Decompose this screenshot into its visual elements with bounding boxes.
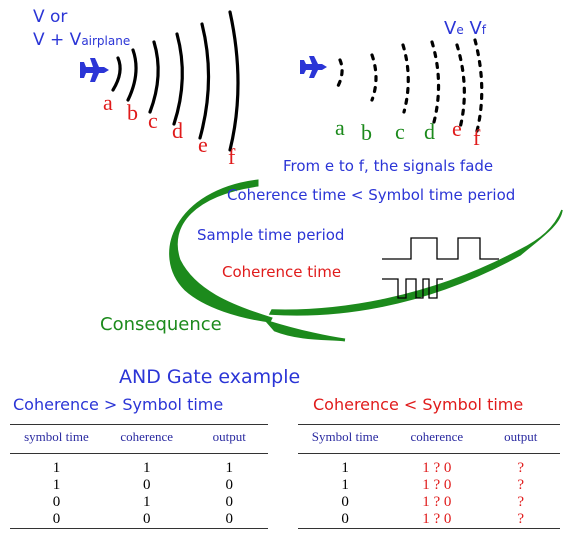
table-header-row: symbol time coherence output <box>10 424 268 454</box>
table-cell: 1 <box>52 477 61 493</box>
table-cell: 1 <box>52 460 61 476</box>
fade-statement: From e to f, the signals fade <box>283 157 494 175</box>
table-cell: ? <box>517 494 525 510</box>
table-cell: 0 <box>52 494 61 510</box>
airplane-icon-right <box>300 56 327 78</box>
v-plus-v-text: V + V <box>33 30 82 50</box>
right-table-heading: Coherence < Symbol time <box>313 395 524 414</box>
signal-waves-solid <box>111 10 240 152</box>
column-header: symbol time <box>10 424 103 454</box>
table-cell: 1 <box>341 477 349 493</box>
table-header-row: Symbol time coherence output <box>298 424 560 454</box>
truth-table-right: Symbol time coherence output 1 1 ? 0 ? 1… <box>298 424 560 529</box>
table-cell: ? <box>481 511 560 529</box>
wave-letter-c-right: c <box>395 119 405 144</box>
table-cell: 0 <box>102 511 191 529</box>
vf-text: V <box>469 18 482 39</box>
signal-waves-fading <box>336 38 484 137</box>
wave-letter-d-left: d <box>172 118 183 143</box>
coherence-time-waveform <box>382 278 443 299</box>
table-cell: 0 <box>142 477 151 493</box>
coherence-time-label: Coherence time <box>222 263 342 281</box>
table-cell: 1 ? 0 <box>422 477 452 493</box>
table-row: 0 1 ? 0 ? <box>298 494 560 511</box>
and-gate-title: AND Gate example <box>119 366 301 388</box>
table-row: 1 1 ? 0 ? <box>298 477 560 494</box>
wave-letter-a-left: a <box>103 90 113 115</box>
consequence-arrow <box>169 179 563 342</box>
table-cell: 1 <box>341 460 349 476</box>
table-cell: 1 ? 0 <box>422 494 452 510</box>
column-header: coherence <box>102 424 191 454</box>
column-header: coherence <box>392 424 482 454</box>
airplane-subscript: airplane <box>81 34 131 48</box>
table-cell: 1 <box>142 494 151 510</box>
table-row: 1 0 0 <box>10 477 268 494</box>
wave-letter-b-left: b <box>127 100 138 125</box>
table-row: 0 1 0 <box>10 494 268 511</box>
table-cell: 0 <box>298 511 393 529</box>
table-cell: 0 <box>225 477 234 493</box>
left-table-heading: Coherence > Symbol time <box>13 395 224 414</box>
table-row: 1 1 ? 0 ? <box>298 454 560 478</box>
column-header: output <box>481 424 560 454</box>
ve-subscript: e <box>456 23 464 37</box>
wave-letter-c-left: c <box>148 108 158 133</box>
truth-table-left: symbol time coherence output 1 1 1 1 0 0… <box>10 424 268 529</box>
wave-letter-b-right: b <box>361 120 372 145</box>
wave-letter-e-right: e <box>452 116 462 141</box>
wave-letter-f-right: f <box>473 125 481 150</box>
table-cell: 1 ? 0 <box>422 460 452 476</box>
ve-vf-label: Ve Vf <box>444 18 486 39</box>
table-row: 1 1 1 <box>10 454 268 478</box>
airplane-icon-left <box>80 58 109 82</box>
column-header: output <box>190 424 268 454</box>
wave-letter-a-right: a <box>335 115 345 140</box>
v-or-label: V or <box>33 7 68 27</box>
table-row: 0 0 0 <box>10 511 268 529</box>
consequence-label: Consequence <box>100 314 222 335</box>
v-plus-vairplane-label: V + Vairplane <box>33 30 130 50</box>
column-header: Symbol time <box>298 424 393 454</box>
wave-letter-f-left: f <box>228 144 236 169</box>
wave-letter-d-right: d <box>424 119 435 144</box>
wave-letter-e-left: e <box>198 132 208 157</box>
table-cell: 1 <box>142 460 151 476</box>
table-row: 0 1 ? 0 ? <box>298 511 560 529</box>
vf-subscript: f <box>481 23 487 37</box>
table-cell: ? <box>517 460 525 476</box>
sample-period-label: Sample time period <box>197 226 345 244</box>
table-cell: 0 <box>10 511 103 529</box>
table-cell: 0 <box>225 494 234 510</box>
table-cell: 0 <box>190 511 268 529</box>
sample-period-waveform <box>382 237 499 260</box>
table-cell: ? <box>517 477 525 493</box>
ve-text: V <box>444 18 457 39</box>
table-cell: 1 <box>225 460 234 476</box>
table-cell: 0 <box>341 494 349 510</box>
table-cell: 1 ? 0 <box>392 511 482 529</box>
coherence-lt-symbol-statement: Coherence time < Symbol time period <box>227 186 516 204</box>
